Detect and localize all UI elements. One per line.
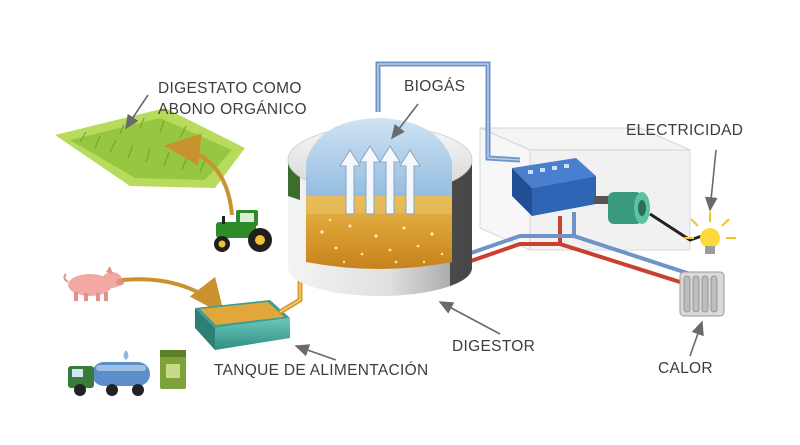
- pig-icon: [63, 266, 124, 301]
- tractor-icon: [214, 210, 272, 252]
- radiator-icon: [679, 271, 725, 317]
- feed-tank-label: TANQUE DE ALIMENTACIÓN: [214, 362, 429, 379]
- digester-pointer: [438, 301, 501, 335]
- manure-flow-arrow: [121, 276, 225, 316]
- biogas-label: BIOGÁS: [404, 78, 466, 95]
- feed-tank-pointer: [294, 344, 337, 361]
- engine-icon: [512, 158, 610, 216]
- generator-icon: [608, 192, 650, 224]
- electricity-label: ELECTRICIDAD: [626, 122, 744, 139]
- digestate-label: DIGESTATO COMO ABONO ORGÁNICO: [158, 78, 307, 120]
- grass-field-icon: [55, 108, 245, 188]
- power-cable: [649, 212, 703, 242]
- feed-tank: [195, 300, 290, 350]
- light-bulb-icon: [684, 212, 736, 254]
- biogas-pointer: [391, 103, 419, 140]
- digester-label: DIGESTOR: [452, 338, 536, 355]
- digestate-label-line1: DIGESTATO COMO: [158, 80, 302, 97]
- digestate-pointer: [125, 94, 149, 130]
- feed-bin-icon: [160, 350, 186, 389]
- digester-heat-pipe-hot: [467, 242, 560, 264]
- digestate-flow-arrow: [164, 133, 234, 216]
- digester-tank: [287, 118, 473, 296]
- electricity-pointer: [704, 149, 718, 212]
- tanker-truck-icon: [68, 350, 150, 396]
- heat-pointer: [689, 320, 704, 357]
- digester-heat-pipe-cold: [467, 234, 574, 256]
- heat-label: CALOR: [658, 360, 713, 377]
- digestate-label-line2: ABONO ORGÁNICO: [158, 101, 307, 118]
